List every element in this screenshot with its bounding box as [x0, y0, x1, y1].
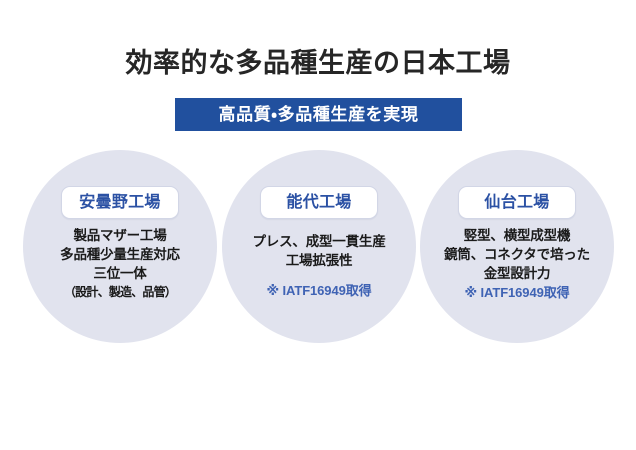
factory-name-pill-sendai: 仙台工場 — [458, 186, 576, 219]
factory-name-label: 能代工場 — [286, 193, 352, 211]
factory-description-line: （設計、製造、品管） — [63, 285, 177, 299]
factory-circle-azumino: 安曇野工場 製品マザー工場 多品種少量生産対応 三位一体 （設計、製造、品管） — [23, 150, 217, 343]
highlight-banner: 高品質・多品種生産を実現 — [175, 98, 462, 131]
factory-description-line: 三位一体 — [93, 266, 147, 281]
factory-description-line: プレス、成型一貫生産 — [252, 234, 386, 249]
factory-description-line: 多品種少量生産対応 — [60, 247, 180, 262]
factory-circle-row: 安曇野工場 製品マザー工場 多品種少量生産対応 三位一体 （設計、製造、品管） … — [0, 150, 636, 345]
factory-description-sendai: 竪型、横型成型機 鏡筒、コネクタで培った 金型設計力 ※ IATF16949取得 — [420, 226, 614, 302]
factory-certification-note: ※ IATF16949取得 — [266, 283, 372, 298]
factory-description-azumino: 製品マザー工場 多品種少量生産対応 三位一体 （設計、製造、品管） — [23, 226, 217, 301]
factory-circle-noshiro: 能代工場 プレス、成型一貫生産 工場拡張性 ※ IATF16949取得 — [222, 150, 416, 343]
factory-description-line: 鏡筒、コネクタで培った — [444, 247, 590, 262]
highlight-banner-label: 高品質・多品種生産を実現 — [218, 104, 419, 124]
factory-description-line: 製品マザー工場 — [73, 228, 167, 243]
page-title: 効率的な多品種生産の日本工場 — [125, 48, 511, 78]
factory-description-line: 工場拡張性 — [285, 253, 353, 268]
factory-name-label: 仙台工場 — [484, 193, 550, 211]
factory-name-pill-noshiro: 能代工場 — [260, 186, 378, 219]
factory-name-pill-azumino: 安曇野工場 — [61, 186, 179, 219]
factory-circle-sendai: 仙台工場 竪型、横型成型機 鏡筒、コネクタで培った 金型設計力 ※ IATF16… — [420, 150, 614, 343]
factory-certification-note: ※ IATF16949取得 — [464, 285, 570, 300]
factory-description-noshiro: プレス、成型一貫生産 工場拡張性 ※ IATF16949取得 — [222, 232, 416, 300]
factory-description-line: 金型設計力 — [483, 266, 551, 281]
factory-description-line: 竪型、横型成型機 — [463, 228, 571, 243]
factory-name-label: 安曇野工場 — [79, 193, 161, 211]
